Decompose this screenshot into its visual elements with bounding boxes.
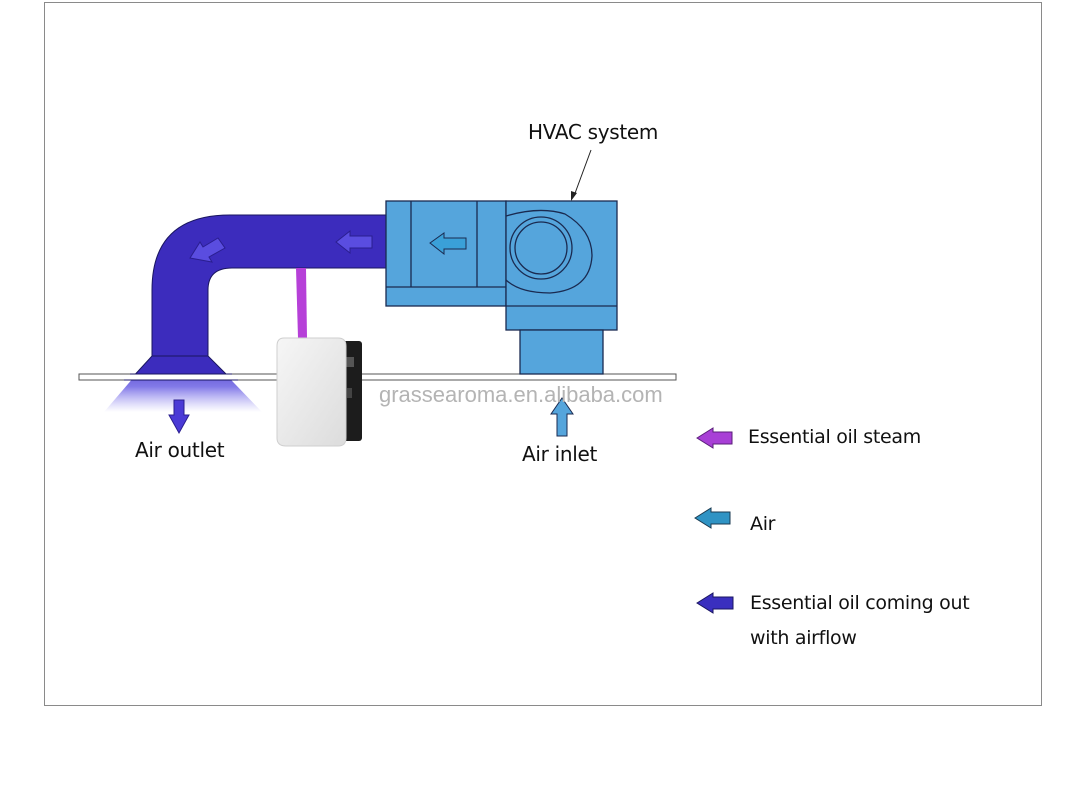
hvac-unit xyxy=(385,200,618,375)
air-inlet-label: Air inlet xyxy=(522,442,598,466)
legend-label-oil-airflow: Essential oil coming out with airflow xyxy=(750,586,970,656)
legend-label-air: Air xyxy=(750,513,776,535)
hvac-pointer-arrowhead xyxy=(571,191,577,201)
inlet-arrow-up-icon xyxy=(550,397,574,437)
duct-arrow-elbow-icon xyxy=(189,237,226,263)
ceiling-line xyxy=(78,373,677,381)
hvac-air-arrow-icon xyxy=(429,232,467,256)
diagram-frame xyxy=(44,2,1042,706)
watermark-text: grassearoma.en.alibaba.com xyxy=(379,382,663,407)
legend-label-oil-airflow-line2: with airflow xyxy=(750,627,857,649)
steam-pipe xyxy=(296,268,307,338)
outlet-arrow-down-icon xyxy=(168,399,190,435)
hvac-system-label: HVAC system xyxy=(528,120,659,144)
duct-arrow-icon xyxy=(335,229,373,255)
aroma-diffuser-device xyxy=(276,337,362,447)
air-outlet-label: Air outlet xyxy=(135,438,225,462)
legend-oil-airflow-arrow-icon xyxy=(696,592,734,614)
legend-steam-arrow-icon xyxy=(696,427,733,449)
hvac-pointer-line xyxy=(573,149,592,197)
legend-air-arrow-icon xyxy=(694,507,731,529)
legend-label-oil-airflow-line1: Essential oil coming out xyxy=(750,592,970,614)
legend-label-steam: Essential oil steam xyxy=(748,426,921,448)
